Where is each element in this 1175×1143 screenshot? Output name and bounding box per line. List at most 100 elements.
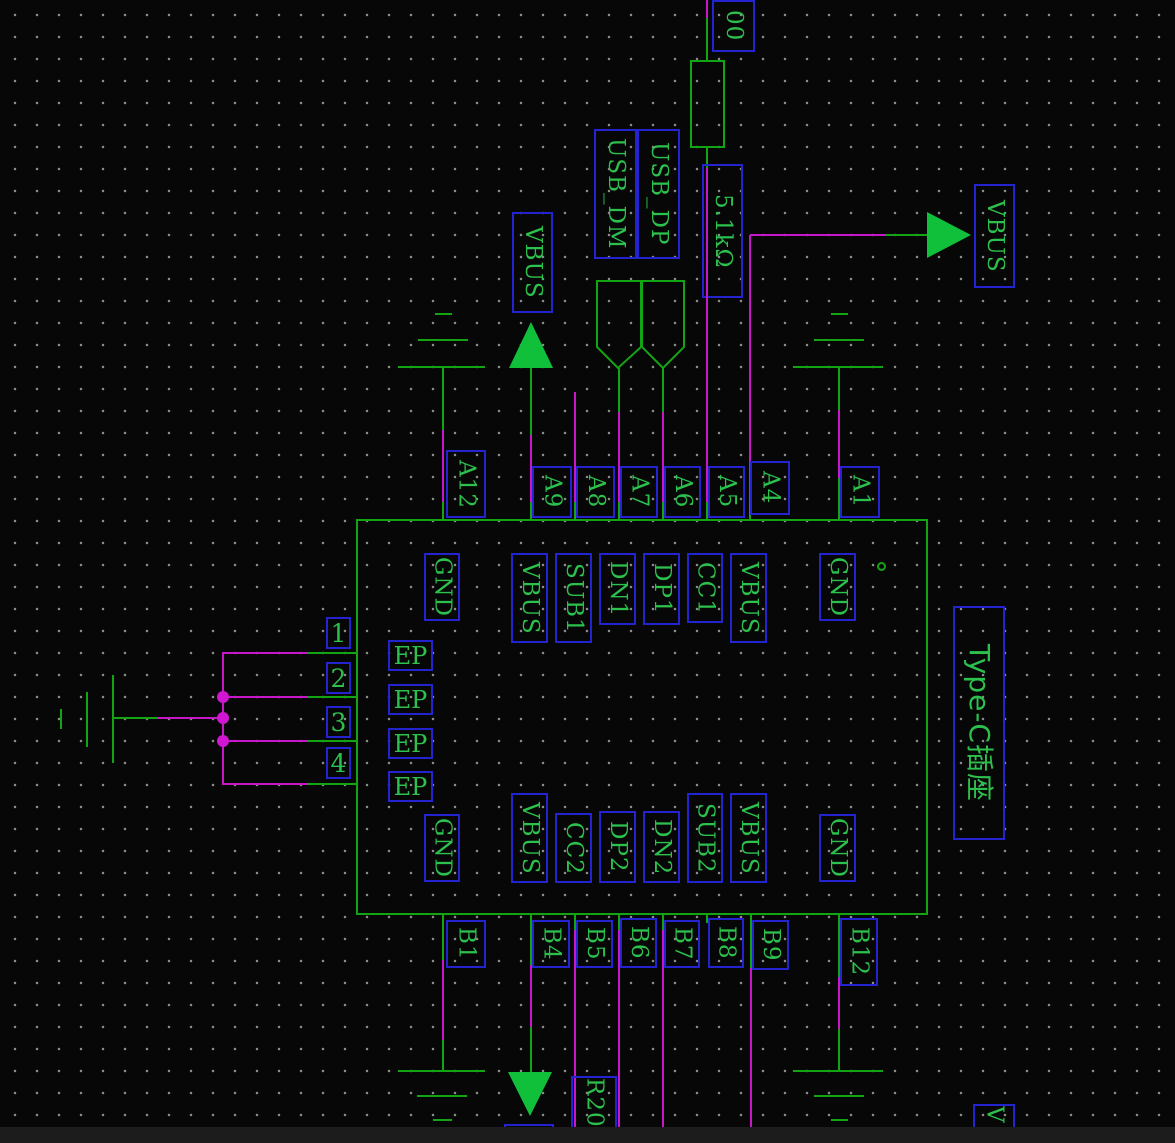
pin-number-label[interactable]: A7 (620, 466, 658, 518)
pin-number-label[interactable]: B4 (532, 920, 570, 968)
wire-segment[interactable] (706, 168, 708, 502)
wire-segment[interactable] (530, 1027, 532, 1072)
wire-segment[interactable] (706, 0, 708, 18)
wire-segment[interactable] (618, 930, 620, 1143)
wire-segment[interactable] (662, 412, 664, 502)
pin-number-label[interactable]: A6 (664, 466, 701, 518)
resistor-body[interactable] (690, 60, 725, 148)
wire-segment[interactable] (442, 960, 444, 1040)
pin-number-label[interactable]: B7 (664, 920, 700, 968)
wire-segment[interactable] (838, 410, 840, 478)
pin-name-label[interactable]: GND (424, 553, 460, 621)
pin-number-label[interactable]: A8 (576, 466, 615, 518)
pin-name-label[interactable]: DP1 (643, 553, 680, 625)
wire-segment[interactable] (530, 368, 532, 435)
wire-segment[interactable] (158, 717, 224, 719)
net-flag-down-arrow[interactable] (508, 1072, 552, 1116)
resistor-value-label[interactable]: 5.1kΩ (702, 164, 743, 298)
pin-name-label[interactable]: VBUS (511, 793, 548, 883)
pin-stub[interactable] (618, 915, 620, 930)
wire-segment[interactable] (442, 368, 444, 430)
pin-stub[interactable] (838, 478, 840, 519)
pin-name-label[interactable]: VBUS (511, 553, 548, 643)
pin-name-label[interactable]: EP (388, 684, 433, 715)
gnd-symbol-bottom-left[interactable] (398, 1070, 485, 1121)
wire-segment[interactable] (224, 696, 308, 698)
wire-segment[interactable] (838, 368, 840, 410)
pin-name-label[interactable]: GND (819, 814, 856, 882)
wire-segment[interactable] (224, 652, 308, 654)
pin-name-label[interactable]: EP (388, 640, 433, 671)
vbus-flag-right-arrow[interactable] (927, 212, 971, 258)
pin-number-label[interactable]: 2 (326, 662, 351, 694)
pin-number-label[interactable]: A5 (708, 466, 745, 518)
gnd-symbol-top-right[interactable] (793, 313, 883, 369)
pin-name-label[interactable]: SUB2 (687, 793, 723, 883)
pin-stub[interactable] (308, 652, 356, 654)
pin-stub[interactable] (618, 502, 620, 519)
pin-name-label[interactable]: SUB1 (555, 553, 592, 643)
net-label-vbus-right[interactable]: VBUS (974, 184, 1015, 288)
net-label-vbus-partial[interactable]: V (973, 1104, 1015, 1143)
pin-stub[interactable] (308, 740, 356, 742)
gnd-symbol-top-left[interactable] (398, 313, 485, 369)
wire-segment[interactable] (838, 1029, 840, 1071)
pin-name-label[interactable]: VBUS (730, 793, 767, 883)
net-label-vbus-up[interactable]: VBUS (512, 212, 553, 313)
pin-number-label[interactable]: B1 (446, 920, 486, 968)
pin-stub[interactable] (574, 502, 576, 519)
pin-stub[interactable] (308, 696, 356, 698)
typec-component-body[interactable] (356, 519, 928, 915)
pin-stub[interactable] (662, 502, 664, 519)
pin-stub[interactable] (706, 502, 708, 519)
wire-segment[interactable] (618, 368, 620, 412)
pin-stub[interactable] (574, 915, 576, 930)
wire-segment[interactable] (442, 430, 444, 502)
gnd-symbol-left[interactable] (60, 675, 114, 763)
wire-segment[interactable] (114, 717, 158, 719)
wire-segment[interactable] (530, 435, 532, 502)
pin-name-label[interactable]: DN2 (643, 811, 680, 883)
wire-segment[interactable] (574, 392, 576, 502)
pin-name-label[interactable]: DP2 (599, 811, 636, 883)
pin-number-label[interactable]: A9 (532, 466, 572, 518)
wire-segment[interactable] (662, 368, 664, 412)
pin-number-label[interactable]: A12 (446, 450, 486, 518)
wire-segment[interactable] (886, 234, 928, 236)
usb-dm-pentagon[interactable] (596, 280, 642, 370)
wire-segment[interactable] (224, 783, 308, 785)
pin-name-label[interactable]: GND (819, 553, 856, 621)
vbus-flag-up-arrow[interactable] (509, 322, 553, 368)
pin-number-label[interactable]: 1 (326, 617, 351, 649)
wire-segment[interactable] (530, 965, 532, 1027)
usb-dp-pentagon[interactable] (641, 280, 685, 370)
wire-segment[interactable] (618, 412, 620, 502)
pin-stub[interactable] (530, 915, 532, 965)
wire-segment[interactable] (750, 234, 886, 236)
pin-stub[interactable] (442, 915, 444, 960)
resistor-designator-label[interactable]: 00 (712, 0, 755, 52)
pin-stub[interactable] (706, 915, 708, 923)
component-title-label[interactable]: Type-C插座 (953, 606, 1005, 840)
pin-stub[interactable] (706, 18, 708, 60)
pin-number-label[interactable]: B12 (840, 918, 878, 986)
pin-stub[interactable] (442, 502, 444, 519)
net-label-usb-dp[interactable]: USB_DP (637, 129, 680, 259)
pin-number-label[interactable]: 3 (326, 706, 351, 738)
pin-number-label[interactable]: 4 (326, 747, 351, 779)
wire-segment[interactable] (662, 930, 664, 1143)
wire-segment[interactable] (750, 968, 752, 1143)
pin-number-label[interactable]: A4 (750, 461, 790, 515)
pin-number-label[interactable]: B8 (708, 918, 744, 968)
usb-connector-pentagons[interactable] (594, 278, 689, 373)
pin-name-label[interactable]: CC2 (555, 813, 592, 883)
pin-number-label[interactable]: B5 (576, 920, 613, 968)
pin-number-label[interactable]: B9 (752, 920, 789, 970)
pin-stub[interactable] (706, 148, 708, 168)
pin-stub[interactable] (530, 502, 532, 519)
pin-stub[interactable] (838, 915, 840, 977)
resistor2-designator-label[interactable]: R20 (571, 1076, 617, 1143)
pin-stub[interactable] (308, 783, 356, 785)
wire-segment[interactable] (574, 930, 576, 1143)
pin-stub[interactable] (750, 915, 752, 968)
